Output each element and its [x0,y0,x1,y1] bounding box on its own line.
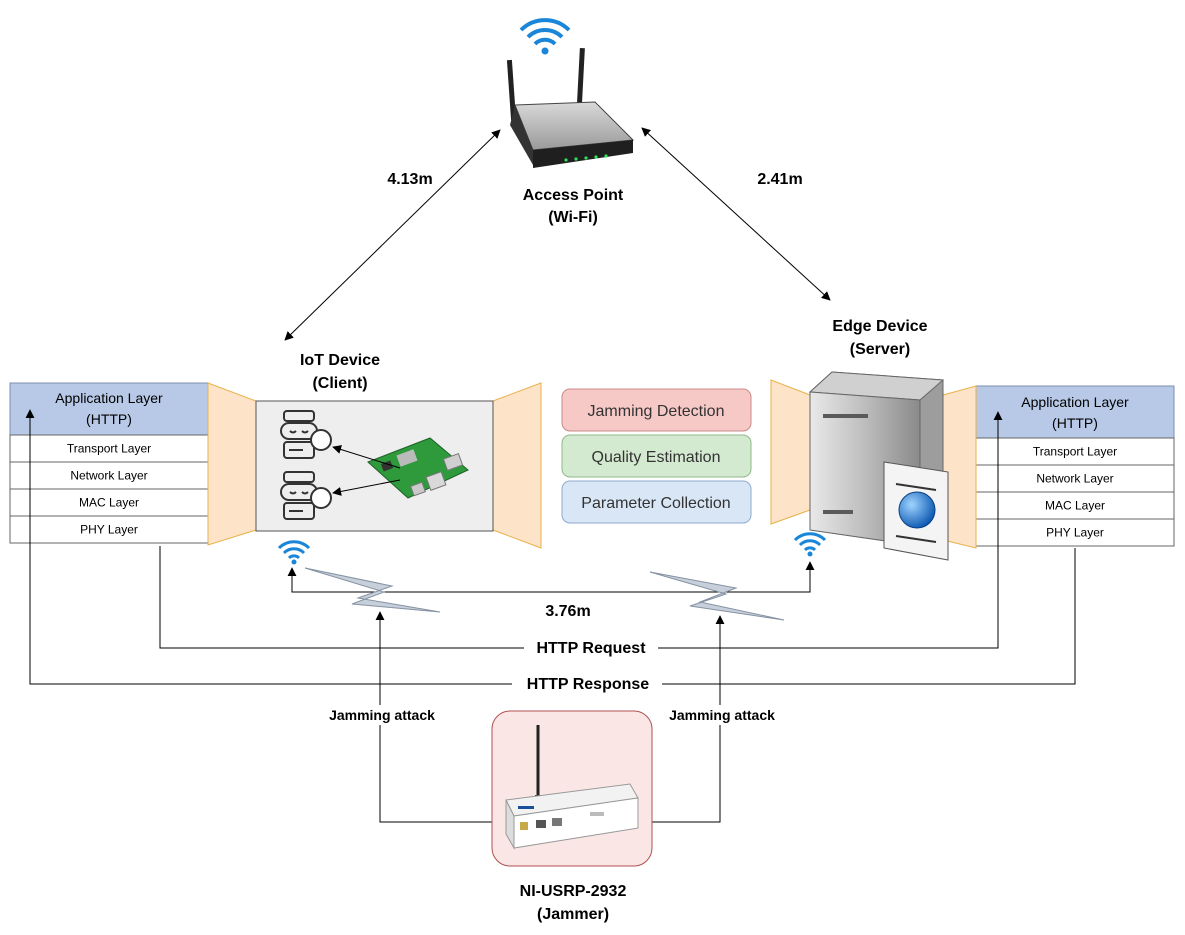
server-layer-row [975,437,1175,466]
robot-icon-bottom [280,471,332,520]
access-point-subtitle: (Wi-Fi) [548,209,598,226]
distance-iot-to-ap: 4.13m [387,171,432,188]
router-icon [506,47,635,168]
module-box [561,480,752,524]
server-protocol-stack: Application Layer (HTTP) Transport Layer… [975,385,1175,547]
module-label: Parameter Collection [581,495,730,512]
distance-ap-to-edge: 2.41m [757,171,802,188]
wifi-icon-server [793,532,827,557]
lightning-bolt-left [304,567,441,613]
client-app-layer-line1: Application Layer [55,390,163,406]
arrow-board-to-robot-top [332,445,401,469]
module-label: Quality Estimation [592,449,721,466]
arrow-board-to-robot-bottom [332,479,401,496]
usrp-device-icon [505,725,639,850]
iot-device-title: IoT Device [300,352,380,369]
client-layer-label: PHY Layer [80,523,138,537]
module-box [561,388,752,432]
client-layer-label: Transport Layer [67,442,151,456]
server-layer-label: Transport Layer [1033,445,1117,459]
server-icon [808,371,949,561]
jammer-title: NI-USRP-2932 [520,883,627,900]
funnel-server-left [770,379,811,525]
server-app-layer-line1: Application Layer [1021,394,1129,410]
iot-device-subtitle: (Client) [312,375,367,392]
client-layer-row [9,488,209,517]
access-point-title: Access Point [523,187,624,204]
server-layer-label: MAC Layer [1045,499,1105,513]
client-layer-label: MAC Layer [79,496,139,510]
wifi-icon-client [277,540,311,565]
jamming-attack-line-right [652,615,725,823]
distance-iot-to-edge: 3.76m [545,603,590,620]
jamming-attack-label-left: Jamming attack [329,707,435,723]
arrow-iot-to-ap [284,129,501,341]
client-app-layer-line2: (HTTP) [86,411,132,427]
server-layer-label: PHY Layer [1046,526,1104,540]
robot-icon-top [280,410,332,459]
client-protocol-stack: Application Layer (HTTP) Transport Layer… [9,382,209,544]
server-app-layer-line2: (HTTP) [1052,415,1098,431]
client-layer-row [9,434,209,463]
http-response-label: HTTP Response [527,676,650,693]
lightning-bolt-right [649,571,785,621]
edge-device-subtitle: (Server) [850,341,910,358]
module-label: Jamming Detection [588,403,725,420]
module-box [561,434,752,478]
wifi-icon-top [519,18,571,55]
funnel-client-left [207,382,257,546]
edge-device-title: Edge Device [832,318,927,335]
funnel-client-right [492,382,542,549]
jammer-subtitle: (Jammer) [537,906,609,923]
server-layer-label: Network Layer [1036,472,1113,486]
client-layer-label: Network Layer [70,469,147,483]
jamming-attack-label-right: Jamming attack [669,707,775,723]
server-layer-row [975,518,1175,547]
arrow-ap-to-edge [641,127,831,301]
client-layer-row [9,461,209,490]
raspberry-pi-board-icon [367,437,469,499]
jamming-attack-line-left [375,611,492,823]
arrow-iot-to-edge [287,561,815,593]
http-request-label: HTTP Request [536,640,646,657]
